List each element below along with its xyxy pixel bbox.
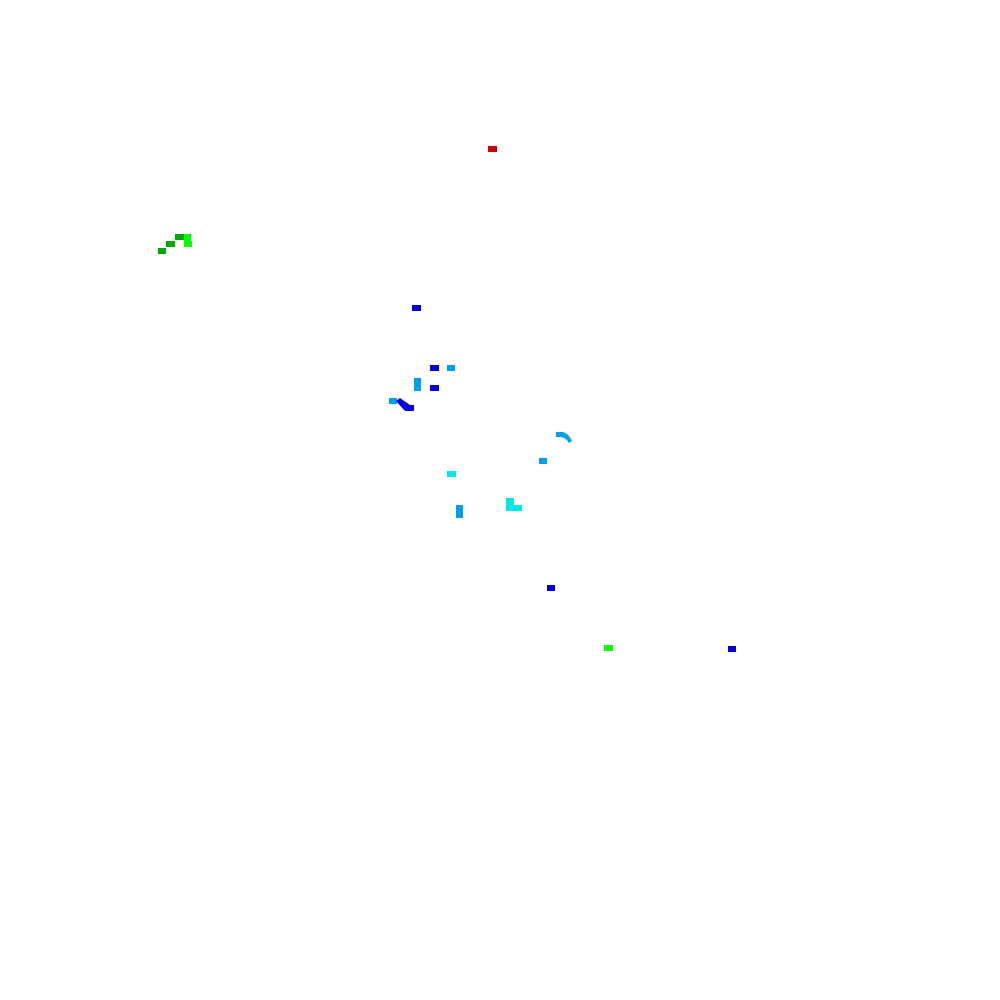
sky-blue-mark-3 [389, 398, 397, 404]
blue-mark-2 [430, 365, 439, 371]
sky-blue-mark-1 [447, 365, 455, 371]
green-trail-mark-1 [158, 248, 166, 254]
sky-blue-mark-2 [414, 378, 421, 391]
green-trail-mark-2 [166, 241, 175, 247]
green-trail-mark-3 [175, 234, 184, 240]
blue-mark-5 [547, 585, 555, 591]
blue-mark-6 [728, 646, 736, 652]
sky-blue-mark-4 [539, 458, 547, 464]
blue-mark-1 [412, 305, 421, 311]
cyan-mark-1 [447, 471, 456, 477]
cyan-l-mark-a [506, 498, 514, 510]
cyan-l-mark-b [506, 505, 522, 511]
sky-blue-mark-5 [456, 505, 463, 518]
green-trail-mark-4 [184, 234, 191, 241]
green-mark [604, 645, 613, 651]
green-trail-mark-5 [184, 241, 192, 247]
blue-mark-3 [430, 385, 439, 391]
sky-blue-arc-mark [556, 432, 572, 443]
red-mark [488, 146, 497, 152]
blue-mark-4 [405, 405, 414, 411]
